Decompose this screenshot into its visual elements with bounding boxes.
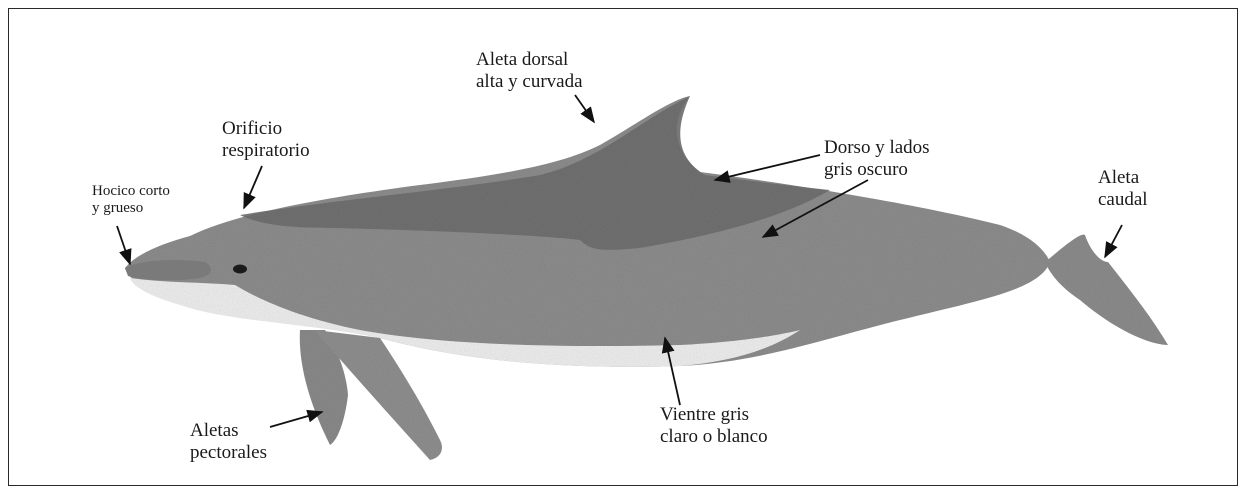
label-back-sides: Dorso y lados gris oscuro [824, 137, 930, 181]
label-belly: Vientre gris claro o blanco [660, 404, 768, 448]
tail-fluke [1045, 235, 1168, 345]
label-snout: Hocico corto y grueso [92, 183, 170, 218]
label-tail: Aleta caudal [1098, 167, 1148, 211]
label-pectoral-fins: Aletas pectorales [190, 420, 267, 464]
arrow-pectoral [270, 412, 322, 427]
dolphin-eye [233, 265, 247, 274]
arrow-back [715, 155, 820, 180]
label-dorsal-fin: Aleta dorsal alta y curvada [476, 49, 583, 93]
arrow-tail [1105, 225, 1122, 257]
arrow-dorsal [575, 95, 594, 122]
arrow-blowhole [244, 166, 262, 208]
label-blowhole: Orificio respiratorio [222, 118, 310, 162]
arrow-snout [117, 226, 130, 264]
